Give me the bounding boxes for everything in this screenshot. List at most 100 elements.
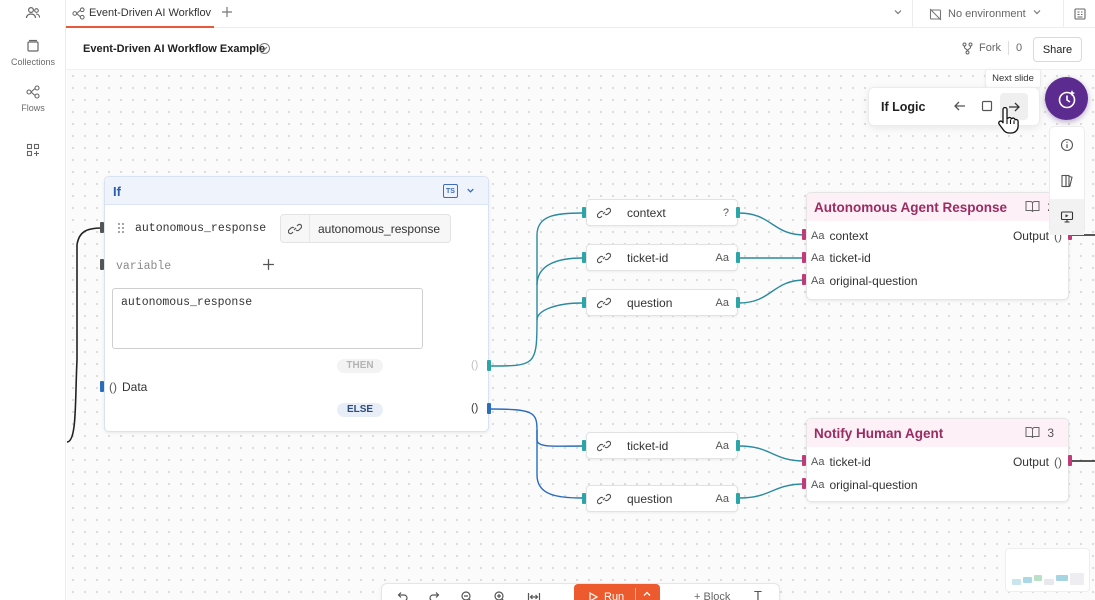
reference-output-port[interactable]	[736, 493, 740, 504]
reference-type: Aa	[715, 492, 729, 505]
environment-dropdown-chevron[interactable]	[1031, 6, 1043, 21]
tab-label: Event-Driven AI Workflov	[89, 7, 212, 19]
chevron-down-icon	[894, 10, 902, 15]
text-tool-button[interactable]: T	[754, 588, 762, 600]
reference-input-port[interactable]	[582, 440, 586, 451]
code-editor[interactable]: autonomous_response	[112, 288, 423, 349]
book-icon[interactable]	[1025, 200, 1040, 216]
redo-icon	[429, 592, 440, 600]
then-port-handle[interactable]	[487, 360, 491, 371]
flow-header: Event-Driven AI Workflow Example Fork 0 …	[66, 28, 1095, 70]
stop-icon	[981, 100, 993, 112]
chevron-up-icon[interactable]	[642, 589, 652, 600]
function-block-title: Notify Human Agent	[814, 426, 944, 441]
environment-quick-look-icon	[1073, 8, 1086, 20]
function-block-autonomous-agent-response[interactable]: Autonomous Agent Response 2 Aa context A…	[806, 192, 1069, 300]
previous-slide-button[interactable]	[953, 99, 967, 116]
next-slide-tooltip: Next slide	[985, 69, 1041, 88]
input-port[interactable]	[100, 222, 104, 233]
link-icon	[591, 251, 617, 265]
variable-name-input[interactable]: variable	[116, 260, 172, 273]
reference-input-port[interactable]	[582, 297, 586, 308]
reference-output-port[interactable]	[736, 252, 740, 263]
reference-input-port[interactable]	[582, 252, 586, 263]
output-label: Output	[1012, 455, 1049, 469]
redo-button[interactable]	[428, 590, 442, 600]
drag-handle-icon[interactable]	[117, 222, 125, 234]
fit-view-button[interactable]	[527, 590, 541, 600]
minimap-node	[1044, 579, 1054, 585]
function-input-ticket-id: Aa ticket-id	[811, 455, 871, 469]
info-button[interactable]	[1050, 127, 1084, 163]
fork-button[interactable]: Fork 0	[961, 41, 1022, 55]
sidebar-item-add-widget[interactable]	[0, 143, 66, 161]
documentation-button[interactable]	[1050, 163, 1084, 199]
typescript-icon[interactable]: TS	[443, 184, 458, 198]
sidebar-item-flows[interactable]: Flows	[0, 85, 66, 113]
flow-canvas[interactable]: If TS autonomous_response autonomous_res…	[67, 70, 1095, 600]
reference-type: Aa	[715, 439, 729, 452]
function-output-port[interactable]	[1068, 455, 1072, 466]
reference-node-question[interactable]: question Aa	[586, 289, 738, 316]
share-button[interactable]: Share	[1033, 37, 1082, 62]
function-input-port[interactable]	[802, 229, 806, 240]
tabs-dropdown-button[interactable]	[892, 6, 904, 21]
collections-icon	[27, 39, 39, 52]
else-output-port[interactable]: ()	[471, 402, 479, 414]
function-input-port[interactable]	[802, 455, 806, 466]
reference-node-ticket-id[interactable]: ticket-id Aa	[586, 244, 738, 271]
condition-reference[interactable]: autonomous_response	[280, 214, 451, 243]
output-label: Output	[1012, 229, 1049, 243]
function-input-port[interactable]	[802, 478, 806, 489]
input-port[interactable]	[100, 259, 104, 270]
sidebar-item-label: Flows	[21, 103, 45, 113]
environment-selector[interactable]: No environment	[912, 0, 1052, 28]
reference-input-port[interactable]	[582, 207, 586, 218]
run-button[interactable]: Run	[574, 584, 660, 600]
function-output: Output()	[1013, 229, 1062, 243]
data-input-port[interactable]	[100, 381, 104, 392]
book-icon[interactable]	[1025, 426, 1040, 442]
run-label: Run	[604, 591, 625, 600]
function-block-title: Autonomous Agent Response	[814, 200, 1008, 215]
undo-button[interactable]	[395, 590, 409, 600]
new-tab-button[interactable]	[218, 5, 236, 23]
function-input-port[interactable]	[802, 274, 806, 285]
environment-quick-look-button[interactable]	[1063, 0, 1095, 28]
reference-node-question[interactable]: question Aa	[586, 485, 738, 512]
ai-assistant-button[interactable]	[1045, 77, 1088, 120]
reference-input-port[interactable]	[582, 493, 586, 504]
if-block[interactable]: If TS autonomous_response autonomous_res…	[104, 176, 489, 432]
data-label: Data	[122, 380, 148, 394]
sidebar-item-team[interactable]	[0, 5, 66, 25]
function-block-notify-human-agent[interactable]: Notify Human Agent 3 Aa ticket-id Aa ori…	[806, 418, 1069, 502]
else-port-handle[interactable]	[487, 403, 491, 414]
reference-node-context[interactable]: context ?	[586, 199, 738, 226]
then-output-port[interactable]: ()	[471, 359, 479, 371]
add-variable-button[interactable]	[262, 256, 275, 276]
reference-output-port[interactable]	[736, 297, 740, 308]
fork-count: 0	[1016, 42, 1023, 54]
reference-label: context	[627, 205, 666, 220]
reference-node-ticket-id[interactable]: ticket-id Aa	[586, 432, 738, 459]
zoom-in-button[interactable]	[493, 590, 507, 600]
sidebar-item-collections[interactable]: Collections	[0, 39, 66, 67]
add-block-button[interactable]: + Block	[694, 591, 731, 600]
zoom-out-button[interactable]	[460, 590, 474, 600]
tab-flow[interactable]: Event-Driven AI Workflov	[66, 0, 214, 28]
stop-presentation-button[interactable]	[981, 100, 993, 115]
condition-variable-name[interactable]: autonomous_response	[135, 222, 267, 235]
grid-plus-icon	[26, 143, 40, 157]
plus-icon	[222, 7, 232, 17]
reference-label: ticket-id	[627, 438, 669, 453]
fork-icon	[962, 42, 973, 54]
minimap[interactable]	[1005, 548, 1090, 592]
no-environment-icon	[929, 8, 942, 20]
chevron-down-icon[interactable]	[465, 185, 476, 199]
function-input-port[interactable]	[802, 252, 806, 263]
reference-output-port[interactable]	[736, 207, 740, 218]
reference-output-port[interactable]	[736, 440, 740, 451]
reference-type: ?	[722, 206, 729, 219]
presentation-mode-button[interactable]	[1050, 199, 1084, 235]
minimap-node	[1070, 573, 1084, 585]
